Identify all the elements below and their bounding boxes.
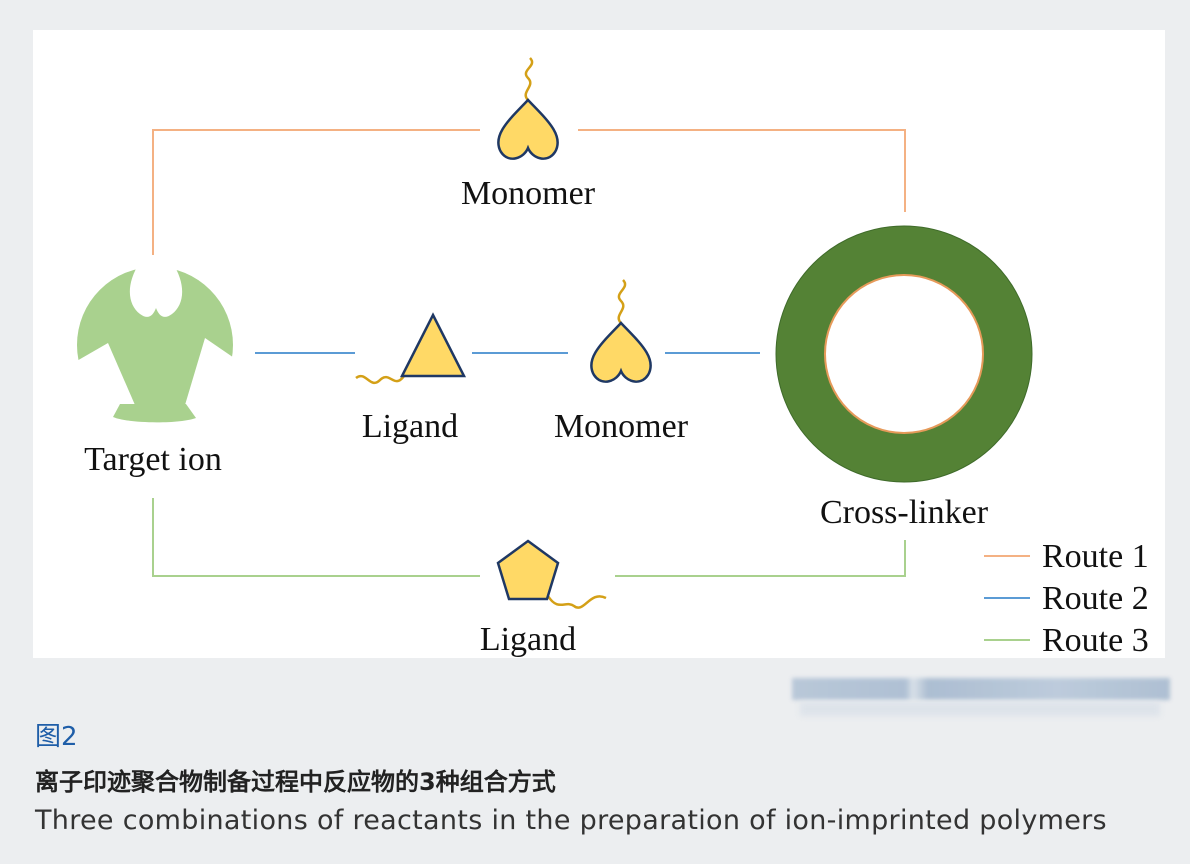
ligand-bottom-label: Ligand (480, 621, 576, 658)
route-1-path (152, 129, 906, 255)
legend-label-route-2: Route 2 (1042, 580, 1149, 617)
route-3-path (152, 498, 906, 577)
blurred-watermark (792, 678, 1170, 700)
monomer-mid-icon (590, 279, 652, 383)
legend-label-route-3: Route 3 (1042, 622, 1149, 659)
target-ion-icon (70, 262, 240, 434)
target-ion-label: Target ion (84, 441, 222, 478)
legend: Route 1 Route 2 Route 3 (984, 538, 1149, 659)
cross-linker-label: Cross-linker (820, 494, 989, 531)
ligand-pentagon-icon (496, 539, 607, 609)
caption-title-en: Three combinations of reactants in the p… (35, 805, 1107, 836)
monomer-top-icon (497, 57, 559, 160)
ligand-triangle-icon (355, 312, 467, 385)
caption-title-zh: 离子印迹聚合物制备过程中反应物的3种组合方式 (35, 768, 556, 796)
ligand-mid-label: Ligand (362, 408, 458, 445)
figure-number: 图2 (35, 722, 78, 752)
monomer-mid-label: Monomer (554, 408, 689, 445)
cross-linker-icon (775, 225, 1033, 483)
monomer-top-label: Monomer (461, 175, 596, 212)
blurred-watermark-shadow (800, 702, 1160, 716)
legend-label-route-1: Route 1 (1042, 538, 1149, 575)
